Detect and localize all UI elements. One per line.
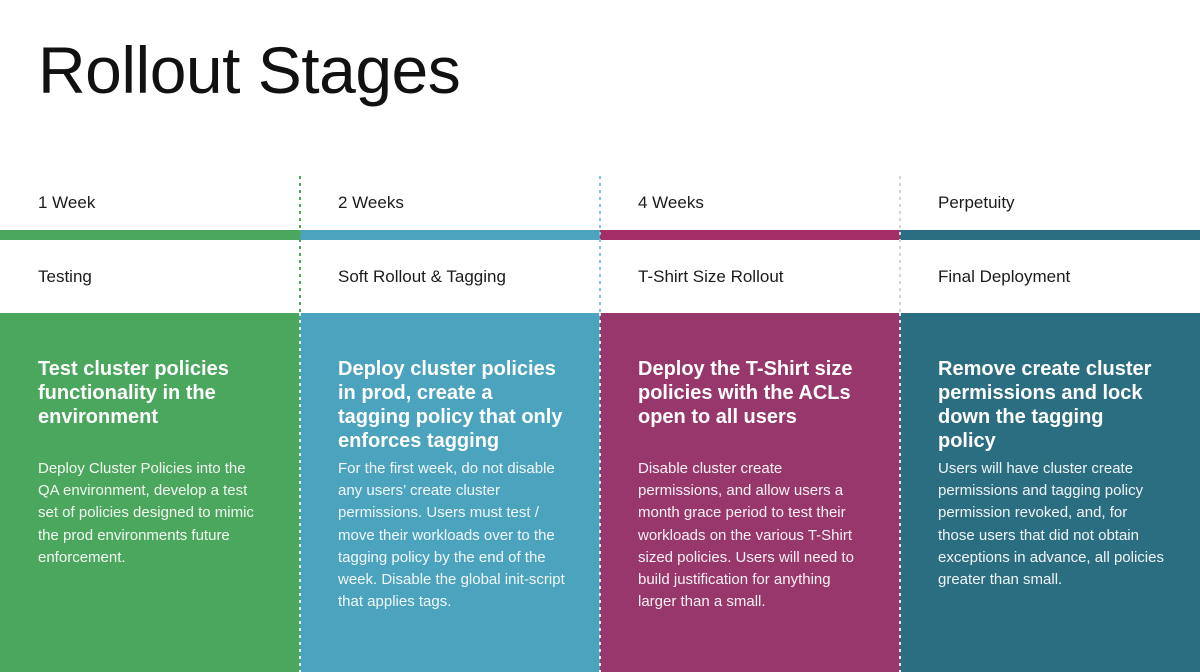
stage-duration-1: 1 Week — [0, 176, 300, 230]
stage-heading-3: Deploy the T-Shirt size policies with th… — [638, 358, 853, 428]
stage-body-2: For the first week, do not disable any u… — [338, 460, 565, 611]
stage-panel-4: Remove create cluster permissions and lo… — [900, 313, 1200, 672]
stage-accent-bar-1 — [0, 230, 300, 240]
page-title: Rollout Stages — [38, 33, 461, 107]
stage-heading-4: Remove create cluster permissions and lo… — [938, 358, 1152, 452]
stage-column-2[interactable]: 2 Weeks Soft Rollout & Tagging Deploy cl… — [300, 176, 600, 672]
stage-heading-1: Test cluster policies functionality in t… — [38, 358, 229, 428]
stage-name-2: Soft Rollout & Tagging — [300, 240, 600, 313]
stage-accent-bar-4 — [900, 230, 1200, 240]
stage-heading-2: Deploy cluster policies in prod, create … — [338, 358, 563, 452]
stage-name-4: Final Deployment — [900, 240, 1200, 313]
stage-duration-2: 2 Weeks — [300, 176, 600, 230]
stage-duration-3: 4 Weeks — [600, 176, 900, 230]
stage-panel-1: Test cluster policies functionality in t… — [0, 313, 300, 672]
stage-column-3[interactable]: 4 Weeks T-Shirt Size Rollout Deploy the … — [600, 176, 900, 672]
stage-panel-2: Deploy cluster policies in prod, create … — [300, 313, 600, 672]
stage-accent-bar-3 — [600, 230, 900, 240]
stage-name-1: Testing — [0, 240, 300, 313]
stage-columns: 1 Week Testing Test cluster policies fun… — [0, 176, 1200, 672]
stage-body-3: Disable cluster create permissions, and … — [638, 460, 854, 611]
stage-body-4: Users will have cluster create permissio… — [938, 460, 1164, 588]
stage-column-1[interactable]: 1 Week Testing Test cluster policies fun… — [0, 176, 300, 672]
stage-panel-3: Deploy the T-Shirt size policies with th… — [600, 313, 900, 672]
stage-body-1: Deploy Cluster Policies into the QA envi… — [38, 460, 254, 566]
stage-column-4[interactable]: Perpetuity Final Deployment Remove creat… — [900, 176, 1200, 672]
stage-duration-4: Perpetuity — [900, 176, 1200, 230]
stage-accent-bar-2 — [300, 230, 600, 240]
stage-name-3: T-Shirt Size Rollout — [600, 240, 900, 313]
